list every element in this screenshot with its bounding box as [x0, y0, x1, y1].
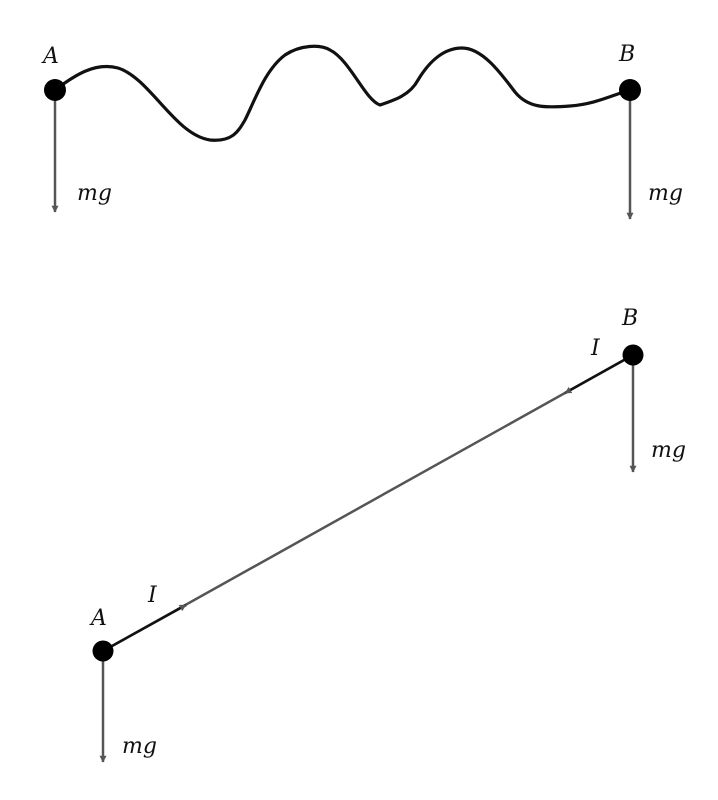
label-mg-b: mg [648, 181, 683, 206]
slack-string [54, 44, 631, 142]
label-a: A [89, 606, 107, 631]
bottom-diagram: A B I I mg mg [89, 306, 686, 763]
label-mg-a: mg [122, 734, 157, 759]
label-impulse-b: I [590, 336, 601, 361]
impulse-arrow-a [102, 603, 187, 653]
mass-a [92, 640, 114, 662]
mass-b [619, 79, 641, 101]
mass-b [622, 344, 644, 366]
label-mg-b: mg [651, 438, 686, 463]
impulse-arrow-b [564, 353, 634, 395]
label-a: A [41, 44, 59, 69]
mass-a [44, 79, 66, 101]
top-diagram: A B mg mg [41, 42, 683, 220]
label-impulse-a: I [147, 583, 158, 608]
taut-string [102, 353, 634, 653]
label-b: B [618, 42, 635, 67]
label-mg-a: mg [77, 181, 112, 206]
label-b: B [621, 306, 638, 331]
